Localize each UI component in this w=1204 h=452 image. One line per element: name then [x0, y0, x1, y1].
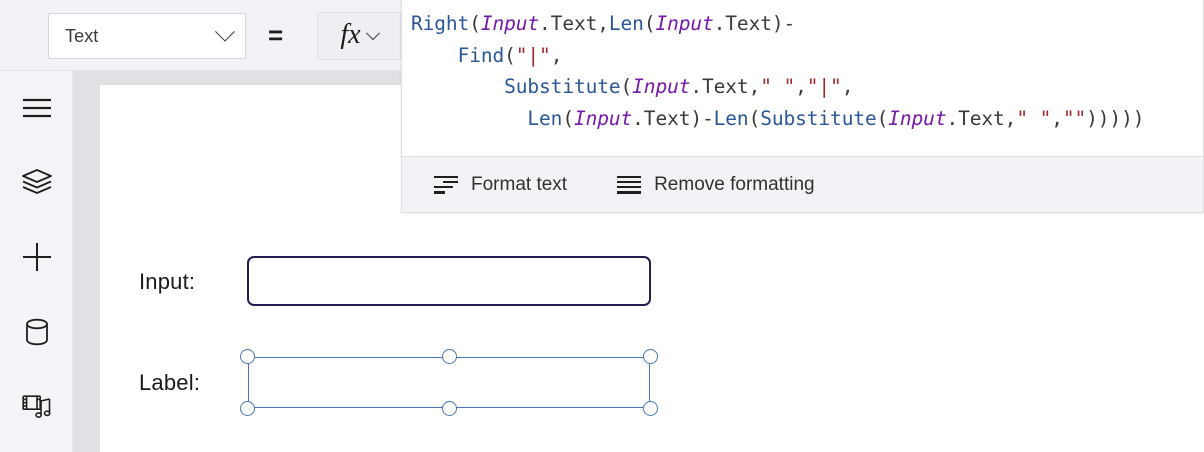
resize-handle-bottom-left[interactable] [240, 401, 255, 416]
resize-handle-top-right[interactable] [643, 349, 658, 364]
rail-item-tree-view[interactable] [0, 156, 73, 208]
database-icon [25, 318, 48, 346]
formula-token-punc: ( [748, 106, 761, 130]
resize-handle-bottom-right[interactable] [643, 401, 658, 416]
layers-tree-icon [21, 169, 52, 194]
fx-icon: fx [340, 19, 361, 50]
formula-token-ctrl: Input [888, 106, 947, 130]
formula-token-punc: , [550, 43, 563, 67]
formula-token-str: " " [760, 75, 796, 98]
property-select[interactable]: Text [48, 13, 246, 59]
formula-token-prop: .Text [632, 106, 691, 130]
equals-sign: = [268, 20, 284, 50]
rail-item-menu[interactable] [0, 82, 73, 134]
text-input-control[interactable] [247, 256, 651, 306]
formula-token-str: " " [1016, 106, 1052, 130]
formula-token-punc: ( [504, 43, 516, 67]
label-control-selected[interactable] [240, 349, 658, 416]
formula-token-punc: ( [562, 106, 574, 130]
formula-token-punc: ( [643, 12, 656, 35]
left-navigation-rail [0, 71, 73, 452]
formula-token-prop: .Text [946, 106, 1005, 130]
plus-insert-icon [22, 243, 51, 271]
formula-token-punc: ( [620, 75, 633, 98]
remove-formatting-label: Remove formatting [654, 173, 815, 195]
formula-token-prop: .Text [690, 75, 749, 98]
hamburger-menu-icon [22, 98, 51, 118]
formula-token-punc: ) [771, 12, 784, 35]
formula-token-punc [411, 107, 527, 130]
formula-editor[interactable]: Right(Input.Text,Len(Input.Text)- Find("… [411, 8, 1201, 134]
formula-token-ctrl: Input [480, 12, 540, 35]
formula-token-fn: Len [713, 106, 749, 130]
formula-bar-panel: Right(Input.Text,Len(Input.Text)- Find("… [401, 0, 1204, 213]
output-field-label: Label: [139, 370, 201, 395]
formula-token-prop: .Text [539, 12, 598, 35]
formula-token-op: - [702, 106, 714, 130]
format-text-label: Format text [471, 173, 568, 195]
formula-token-ctrl: Input [632, 75, 691, 98]
formula-token-fn: Len [608, 12, 644, 35]
formula-token-ctrl: Input [573, 106, 633, 130]
formula-token-punc: , [1051, 106, 1063, 130]
format-text-button[interactable]: Format text [430, 166, 571, 204]
rail-item-data[interactable] [0, 306, 73, 358]
formula-token-fn: Find [457, 43, 505, 67]
formula-token-punc: , [795, 75, 807, 98]
formula-token-punc: ))))) [1086, 106, 1145, 130]
formula-token-punc: , [748, 75, 761, 98]
formula-token-punc [411, 75, 504, 98]
formula-token-fn: Substitute [760, 106, 877, 130]
formula-token-punc [411, 44, 458, 67]
formula-token-op: - [783, 12, 796, 35]
rail-item-media[interactable] [0, 381, 73, 433]
formula-token-prop: .Text [713, 12, 772, 35]
rail-item-insert[interactable] [0, 231, 73, 283]
chevron-down-icon [215, 21, 235, 42]
format-text-icon [434, 175, 458, 194]
formula-token-punc: ( [469, 12, 481, 35]
fx-button[interactable]: fx [317, 12, 401, 60]
formula-token-punc: , [597, 12, 609, 35]
resize-handle-bottom-center[interactable] [442, 401, 457, 416]
formula-token-str: "|" [806, 75, 842, 98]
formula-token-str: "" [1062, 106, 1087, 130]
formula-token-punc: ( [876, 106, 889, 130]
resize-handle-top-left[interactable] [240, 349, 255, 364]
remove-formatting-icon [617, 175, 642, 194]
media-icon [21, 395, 50, 418]
formula-token-punc: , [1004, 106, 1017, 130]
property-select-value: Text [65, 25, 99, 46]
formula-token-fn: Right [411, 12, 470, 35]
formula-token-fn: Substitute [504, 75, 621, 98]
remove-formatting-button[interactable]: Remove formatting [613, 166, 819, 204]
formula-token-str: "|" [515, 43, 551, 67]
formula-token-punc: , [841, 75, 854, 98]
resize-handle-top-center[interactable] [442, 349, 457, 364]
formula-token-fn: Len [527, 106, 563, 130]
input-field-label: Input: [139, 269, 196, 294]
chevron-down-icon [365, 26, 380, 41]
formula-token-punc: ) [690, 106, 703, 130]
formula-token-ctrl: Input [655, 12, 714, 35]
formula-toolbar: Format text Remove formatting [402, 156, 1203, 212]
